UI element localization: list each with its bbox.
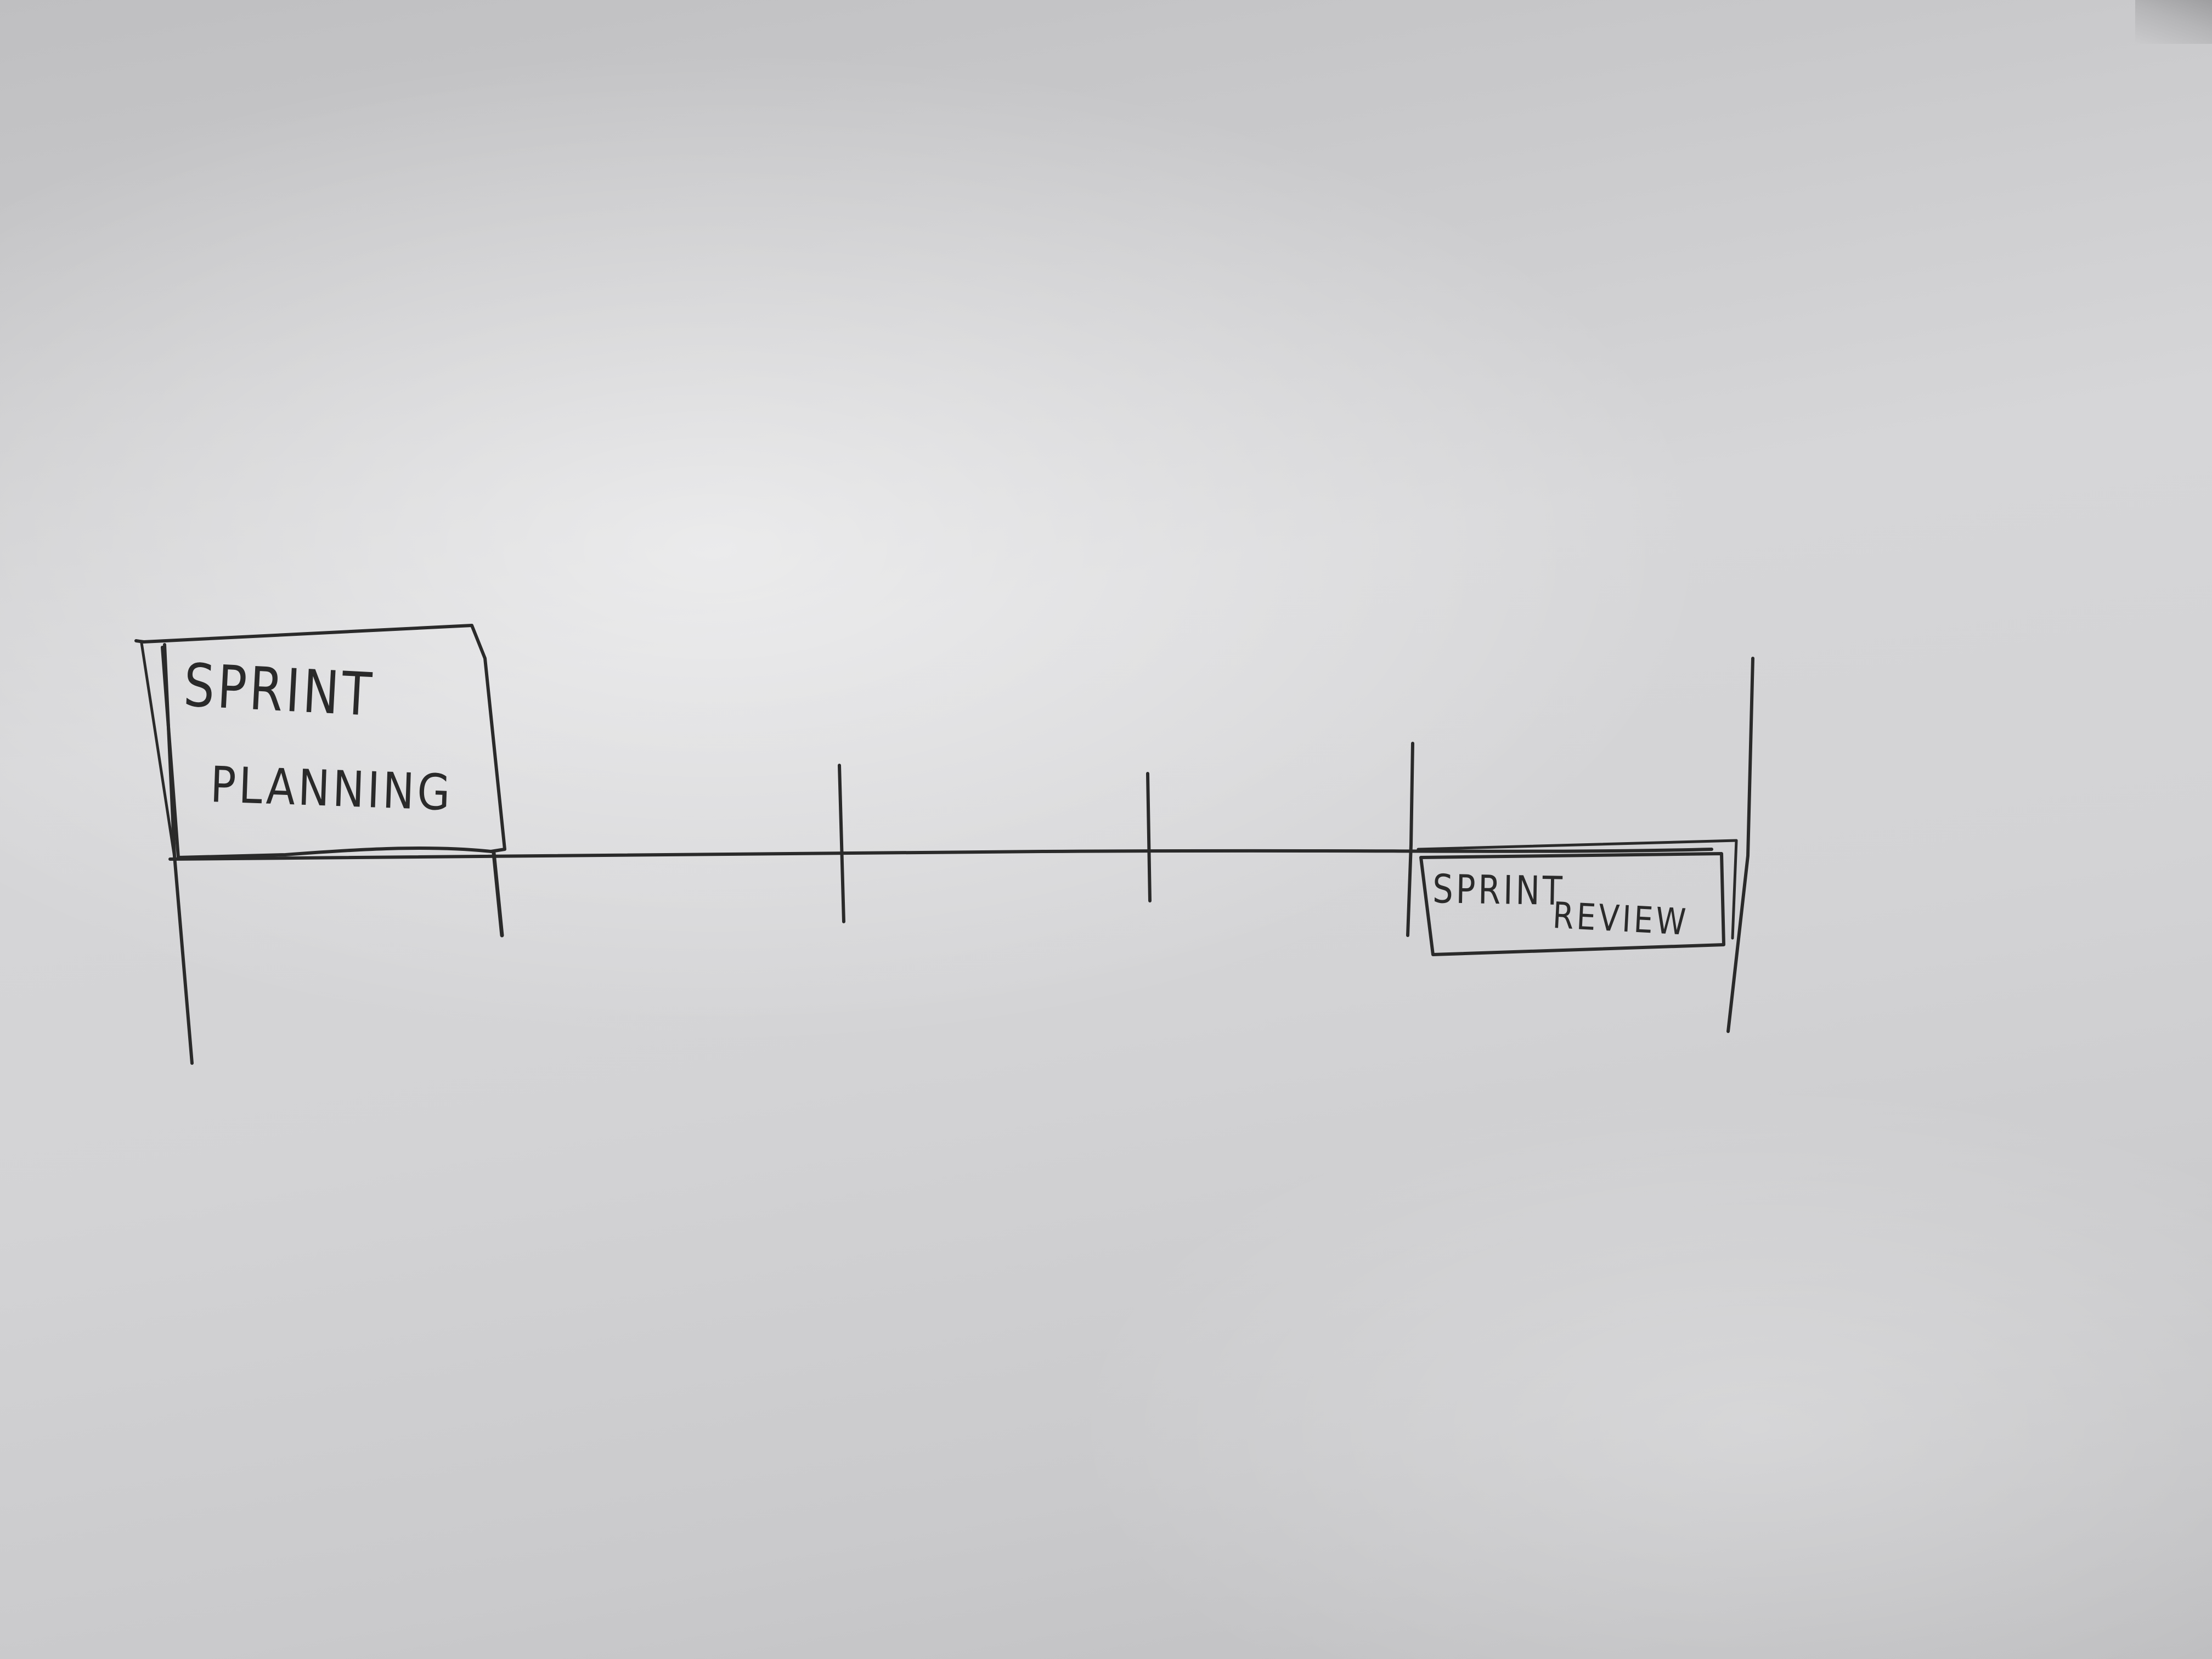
sprint-planning-label-line-1: SPRINT bbox=[182, 651, 376, 730]
planning-end-tick bbox=[492, 851, 504, 938]
timeline-axis bbox=[168, 848, 1713, 861]
day-tick-2 bbox=[1146, 772, 1152, 902]
sprint-planning-box-inner-edge bbox=[140, 641, 176, 859]
sprint-review-box-outer bbox=[1417, 839, 1738, 940]
day-tick-1 bbox=[838, 764, 845, 923]
paper-corner-shadow bbox=[2135, 0, 2212, 44]
sprint-review-label-line-1: SPRINT bbox=[1432, 866, 1566, 915]
sprint-review-label-line-2: REVIEW bbox=[1551, 894, 1690, 944]
sprint-planning-label-line-2: PLANNING bbox=[209, 756, 454, 822]
sprint-end-marker bbox=[1726, 657, 1754, 1033]
sprint-planning-box bbox=[134, 624, 506, 859]
sprint-review-box bbox=[1419, 852, 1725, 956]
day-tick-3 bbox=[1406, 742, 1414, 937]
